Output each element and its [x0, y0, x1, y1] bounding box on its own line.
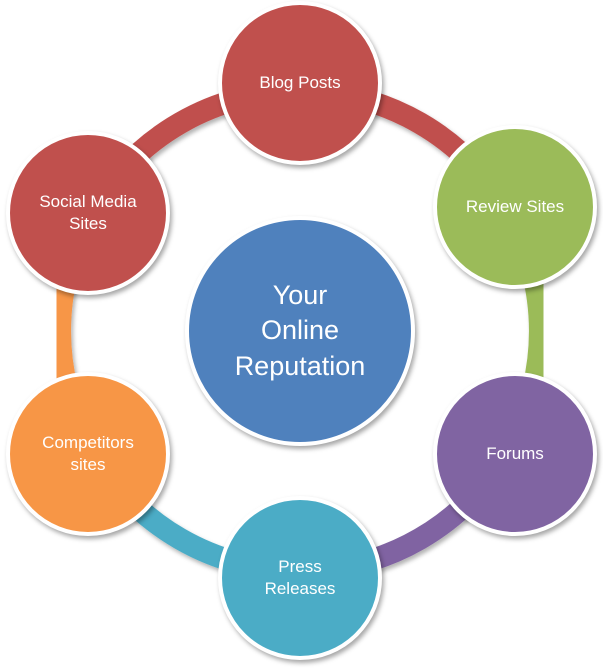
- node-social-media-sites: Social Media Sites: [6, 131, 170, 295]
- node-blog-posts: Blog Posts: [218, 1, 382, 165]
- node-label: Press Releases: [264, 557, 336, 598]
- center-node-label: Your Online Reputation: [234, 279, 366, 381]
- node-label: Blog Posts: [259, 73, 341, 93]
- node-label: Competitors sites: [42, 433, 134, 474]
- node-press-releases: Press Releases: [218, 496, 382, 660]
- center-node-your-online-reputation: Your Online Reputation: [185, 216, 415, 446]
- node-competitors-sites: Competitors sites: [6, 372, 170, 536]
- node-forums: Forums: [433, 372, 597, 536]
- node-label: Social Media Sites: [39, 192, 137, 233]
- node-label: Review Sites: [465, 197, 565, 217]
- node-label: Forums: [486, 444, 544, 464]
- node-review-sites: Review Sites: [433, 125, 597, 289]
